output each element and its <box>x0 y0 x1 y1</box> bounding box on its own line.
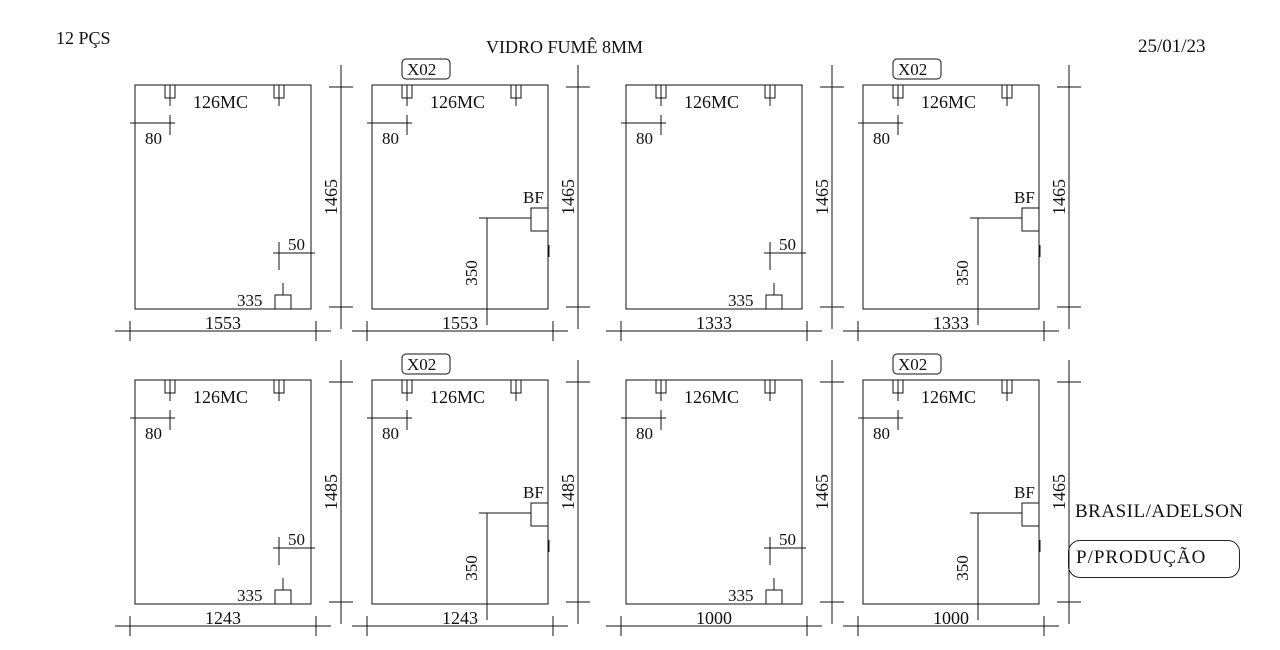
bf-label: BF <box>1014 483 1035 502</box>
glass-panel: 126MC 80 50 335 1243 1485 <box>115 360 353 636</box>
client-name: BRASIL/ADELSON <box>1075 501 1244 522</box>
height-dimension-label: 1465 <box>812 179 832 215</box>
width-dimension-label: 1553 <box>442 313 478 333</box>
bf-offset-label: 350 <box>953 555 972 581</box>
notch-label: 126MC <box>430 387 485 407</box>
height-dimension-label: 1485 <box>558 474 578 510</box>
hole-x-label: 335 <box>237 291 263 310</box>
width-dimension-label: 1333 <box>696 313 732 333</box>
offset-top-label: 80 <box>873 424 890 443</box>
notch-label: 126MC <box>921 387 976 407</box>
hole-y-label: 50 <box>288 235 305 254</box>
height-dimension-label: 1465 <box>558 179 578 215</box>
drawing-title: VIDRO FUMÊ 8MM <box>486 37 644 57</box>
hole-square <box>274 294 292 310</box>
width-dimension-label: 1000 <box>933 608 969 628</box>
offset-top-label: 80 <box>636 129 653 148</box>
panel-outline <box>625 379 803 605</box>
offset-top-label: 80 <box>145 424 162 443</box>
bf-offset-label: 350 <box>462 260 481 286</box>
notch-label: 126MC <box>430 92 485 112</box>
glass-panel: 126MC 80 50 335 1000 1465 <box>606 360 844 636</box>
height-dimension-label: 1465 <box>1049 474 1069 510</box>
drawing-date: 25/01/23 <box>1138 36 1206 57</box>
panel-outline <box>862 84 1040 310</box>
height-dimension-label: 1485 <box>321 474 341 510</box>
x02-badge-label: X02 <box>407 60 436 79</box>
hole-x-label: 335 <box>237 586 263 605</box>
bf-offset-label: 350 <box>462 555 481 581</box>
bf-box <box>1021 502 1040 527</box>
glass-panel: 126MC 80 50 335 1333 1465 <box>606 65 844 341</box>
hole-square <box>274 589 292 605</box>
x02-badge <box>401 353 451 375</box>
height-dimension-label: 1465 <box>1049 179 1069 215</box>
height-dimension-label: 1465 <box>812 474 832 510</box>
bf-box <box>530 502 549 527</box>
bf-label: BF <box>523 188 544 207</box>
width-dimension-label: 1333 <box>933 313 969 333</box>
width-dimension-label: 1553 <box>205 313 241 333</box>
bf-label: BF <box>523 483 544 502</box>
x02-badge-label: X02 <box>898 60 927 79</box>
x02-badge <box>892 353 942 375</box>
notch-label: 126MC <box>193 387 248 407</box>
panel-outline <box>625 84 803 310</box>
offset-top-label: 80 <box>636 424 653 443</box>
width-dimension-label: 1243 <box>205 608 241 628</box>
hole-square <box>765 294 783 310</box>
notch-label: 126MC <box>684 92 739 112</box>
status-label: P/PRODUÇÃO <box>1076 547 1207 568</box>
x02-badge-label: X02 <box>407 355 436 374</box>
x02-badge <box>892 58 942 80</box>
hole-y-label: 50 <box>779 530 796 549</box>
bf-offset-label: 350 <box>953 260 972 286</box>
hole-square <box>765 589 783 605</box>
notch-label: 126MC <box>193 92 248 112</box>
width-dimension-label: 1243 <box>442 608 478 628</box>
hole-y-label: 50 <box>779 235 796 254</box>
bf-box <box>1021 207 1040 232</box>
width-dimension-label: 1000 <box>696 608 732 628</box>
x02-badge-label: X02 <box>898 355 927 374</box>
panel-outline <box>371 84 549 310</box>
quantity-label: 12 PÇS <box>56 28 111 48</box>
panel-outline <box>371 379 549 605</box>
glass-panel: 126MC 80 50 335 1553 1465 <box>115 65 353 341</box>
notch-label: 126MC <box>684 387 739 407</box>
notch-label: 126MC <box>921 92 976 112</box>
panel-outline <box>134 379 312 605</box>
offset-top-label: 80 <box>382 129 399 148</box>
offset-top-label: 80 <box>873 129 890 148</box>
offset-top-label: 80 <box>145 129 162 148</box>
bf-label: BF <box>1014 188 1035 207</box>
panel-outline <box>862 379 1040 605</box>
offset-top-label: 80 <box>382 424 399 443</box>
height-dimension-label: 1465 <box>321 179 341 215</box>
hole-x-label: 335 <box>728 586 754 605</box>
hole-x-label: 335 <box>728 291 754 310</box>
x02-badge <box>401 58 451 80</box>
bf-box <box>530 207 549 232</box>
panel-outline <box>134 84 312 310</box>
hole-y-label: 50 <box>288 530 305 549</box>
